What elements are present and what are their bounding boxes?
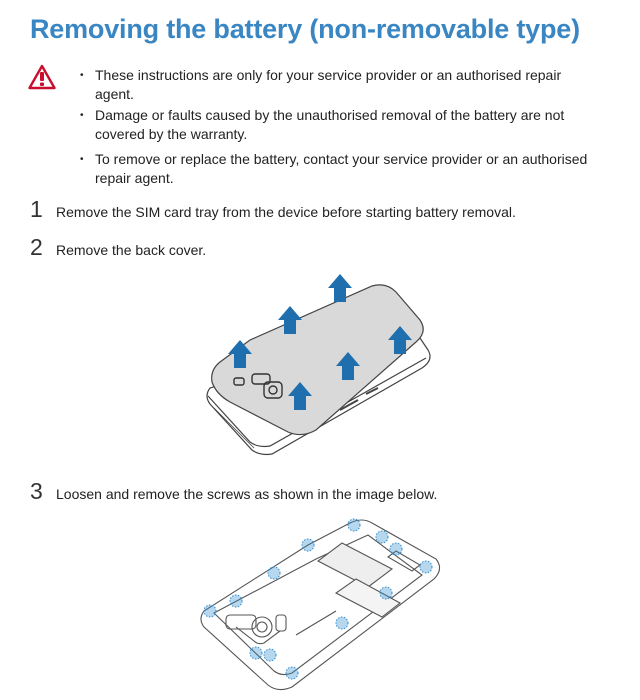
- warning-item: These instructions are only for your ser…: [78, 66, 598, 104]
- arrow-up-icon: [278, 306, 302, 334]
- step-number: 2: [30, 234, 43, 260]
- warning-triangle-icon: [28, 64, 56, 90]
- warning-item: To remove or replace the battery, contac…: [78, 150, 598, 188]
- screw-icon: [419, 560, 433, 574]
- step-number: 1: [30, 196, 43, 222]
- arrow-up-icon: [288, 382, 312, 410]
- step-1: 1 Remove the SIM card tray from the devi…: [30, 196, 516, 223]
- screw-icon: [267, 566, 281, 580]
- screw-icon: [263, 648, 277, 662]
- screw-icon: [249, 646, 263, 660]
- screw-icon: [375, 530, 389, 544]
- step-text: Remove the SIM card tray from the device…: [56, 204, 516, 220]
- screw-icon: [301, 538, 315, 552]
- arrow-up-icon: [328, 274, 352, 302]
- screw-icon: [347, 518, 361, 532]
- screw-icon: [379, 586, 393, 600]
- step-number: 3: [30, 478, 43, 504]
- lift-arrows: [228, 274, 412, 410]
- back-cover-removal-illustration: [206, 274, 431, 456]
- arrow-up-icon: [388, 326, 412, 354]
- screw-icon: [203, 604, 217, 618]
- screw-icon: [335, 616, 349, 630]
- screw-icon: [285, 666, 299, 680]
- step-text: Remove the back cover.: [56, 242, 207, 258]
- camera-module: [233, 373, 283, 399]
- step-2: 2 Remove the back cover.: [30, 234, 206, 261]
- screw-removal-illustration: [200, 518, 441, 691]
- screw-icon: [229, 594, 243, 608]
- warning-item: Damage or faults caused by the unauthori…: [78, 106, 598, 144]
- arrow-up-icon: [336, 352, 360, 380]
- arrow-up-icon: [228, 340, 252, 368]
- screw-icon: [389, 542, 403, 556]
- step-text: Loosen and remove the screws as shown in…: [56, 486, 438, 502]
- page-title: Removing the battery (non-removable type…: [30, 14, 580, 44]
- screws: [203, 518, 433, 680]
- step-3: 3 Loosen and remove the screws as shown …: [30, 478, 437, 505]
- warning-list: These instructions are only for your ser…: [78, 66, 598, 190]
